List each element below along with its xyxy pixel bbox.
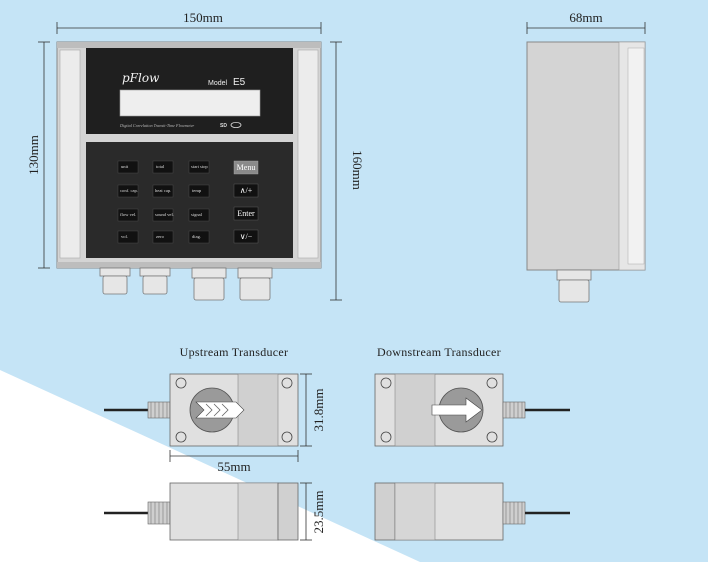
key-unit[interactable]: unit — [121, 164, 129, 169]
downstream-transducer: Downstream Transducer — [374, 345, 570, 541]
key-signal[interactable]: signal — [191, 212, 203, 217]
flow-direction-arrow-icon — [431, 397, 483, 423]
meter-total-height-label: 160mm — [350, 150, 365, 190]
sd-icon: SD — [220, 123, 227, 129]
up-plus-key[interactable]: ∧/+ — [240, 186, 253, 195]
keypad-row-3: flow vel. sound vel. signal — [117, 208, 210, 222]
meter-width-label: 150mm — [183, 10, 223, 25]
key-vol[interactable]: vol. — [121, 234, 128, 239]
key-flow-vel[interactable]: flow vel. — [120, 212, 136, 217]
model-label: Model — [208, 80, 228, 87]
key-diag[interactable]: diag. — [192, 234, 201, 239]
lcd-screen — [119, 89, 261, 117]
meter-side-view: 68mm — [526, 10, 646, 303]
brand-logo: pFlow — [122, 71, 160, 85]
keypad-row-1: unit total start stop — [117, 160, 210, 174]
key-sound-vel[interactable]: sound vel. — [155, 212, 174, 217]
ce-icon — [230, 122, 242, 129]
key-start-stop[interactable]: start stop — [191, 164, 208, 169]
model-number: E5 — [233, 77, 246, 88]
key-conf-cap[interactable]: conf. cap. — [120, 188, 138, 193]
key-temp[interactable]: temp — [192, 188, 202, 193]
downstream-caption: Downstream Transducer — [377, 345, 501, 359]
keypad-row-2: conf. cap. heat cap. temp — [117, 184, 210, 198]
down-minus-key[interactable]: ∨/− — [240, 232, 253, 241]
upstream-transducer: Upstream Transducer 31.8mm 55mm — [104, 345, 326, 541]
cable-glands — [99, 267, 273, 301]
key-heat-cap[interactable]: heat cap. — [155, 188, 171, 193]
key-total[interactable]: total — [156, 164, 165, 169]
transducer-width-label: 31.8mm — [311, 389, 326, 432]
enter-key[interactable]: Enter — [237, 209, 255, 218]
menu-key[interactable]: Menu — [237, 163, 256, 172]
keypad-row-4: vol. zero diag. — [117, 230, 210, 244]
transducer-length-label: 55mm — [217, 459, 250, 474]
meter-front-view: 150mm 130mm 160mm pFlow Model E5 Digital… — [26, 10, 365, 301]
meter-tagline: Digital Correlation Transit-Time Flowmet… — [119, 123, 195, 128]
transducer-height-label: 23.5mm — [311, 491, 326, 534]
meter-depth-label: 68mm — [569, 10, 602, 25]
key-zero[interactable]: zero — [156, 234, 165, 239]
upstream-caption: Upstream Transducer — [180, 345, 289, 359]
meter-height-label: 130mm — [26, 135, 41, 175]
